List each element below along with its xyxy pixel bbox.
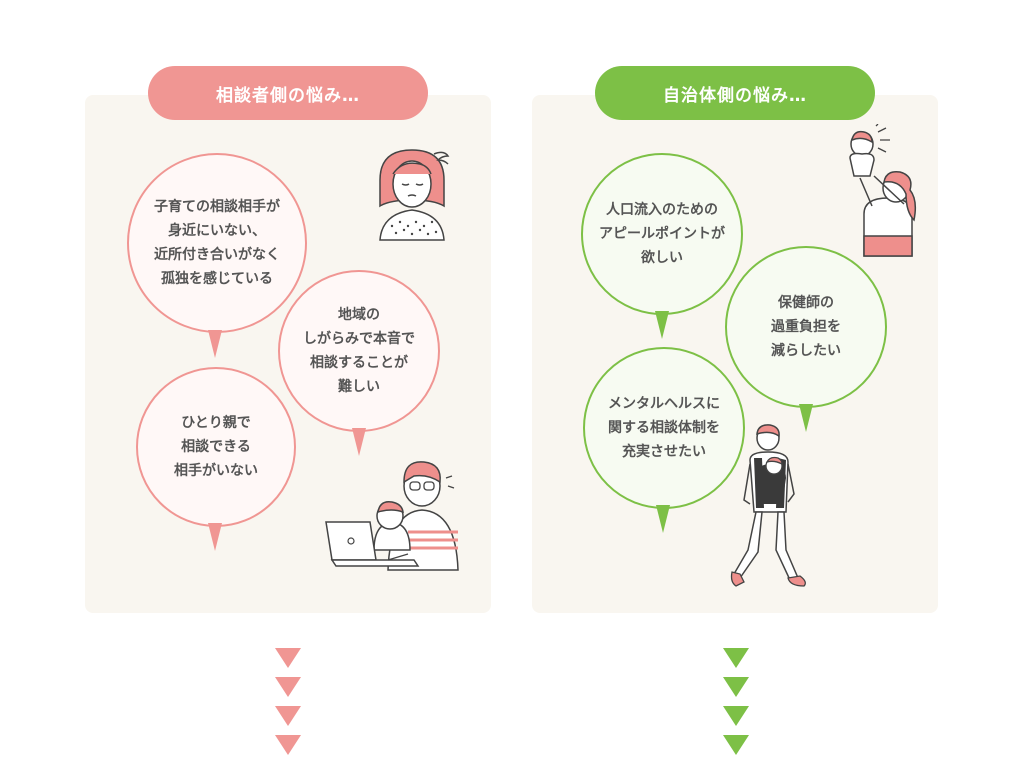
bubble-nurse-burden-text: 保健師の 過重負担を 減らしたい [771,295,841,359]
bubble-isolation-text: 子育ての相談相手が 身近にいない、 近所付き合いがなく 孤独を感じている [154,199,280,287]
down-arrow-icon [275,735,301,755]
bubble-single-parent-text: ひとり親で 相談できる 相手がいない [174,415,258,479]
bubble-mental-health-text: メンタルヘルスに 関する相談体制を 充実させたい [608,396,720,460]
down-arrow-icon [275,706,301,726]
bubble-isolation-tail [208,330,222,358]
bubble-single-parent: ひとり親で 相談できる 相手がいない [136,367,296,527]
municipality-concerns-title: 自治体側の悩み… [595,66,875,120]
down-arrow-icon [275,677,301,697]
father-with-baby-laptop-icon [325,461,459,571]
bubble-population-inflow-tail [655,311,669,339]
down-arrow-icon [723,706,749,726]
bubble-mental-health-tail [656,505,670,533]
municipality-concerns-title-text: 自治体側の悩み… [663,85,807,106]
down-arrow-icon [723,677,749,697]
bubble-nurse-burden-tail [799,404,813,432]
worried-woman-icon [379,149,450,241]
bubble-local-ties: 地域の しがらみで本音で 相談することが 難しい [278,270,440,432]
bubble-isolation: 子育ての相談相手が 身近にいない、 近所付き合いがなく 孤独を感じている [127,153,307,333]
bubble-population-inflow-text: 人口流入のための アピールポイントが 欲しい [599,202,725,266]
bubble-population-inflow: 人口流入のための アピールポイントが 欲しい [581,153,743,315]
down-arrow-icon [275,648,301,668]
consultee-concerns-title-text: 相談者側の悩み… [216,85,360,106]
bubble-nurse-burden: 保健師の 過重負担を 減らしたい [725,246,887,408]
bubble-local-ties-tail [352,428,366,456]
bubble-mental-health: メンタルヘルスに 関する相談体制を 充実させたい [583,347,745,509]
down-arrow-icon [723,648,749,668]
father-carrying-baby-walking-icon [730,424,806,587]
consultee-concerns-title: 相談者側の悩み… [148,66,428,120]
bubble-single-parent-tail [208,523,222,551]
down-arrow-icon [723,735,749,755]
bubble-local-ties-text: 地域の しがらみで本音で 相談することが 難しい [303,307,415,395]
mother-lifting-baby-icon [849,124,917,257]
